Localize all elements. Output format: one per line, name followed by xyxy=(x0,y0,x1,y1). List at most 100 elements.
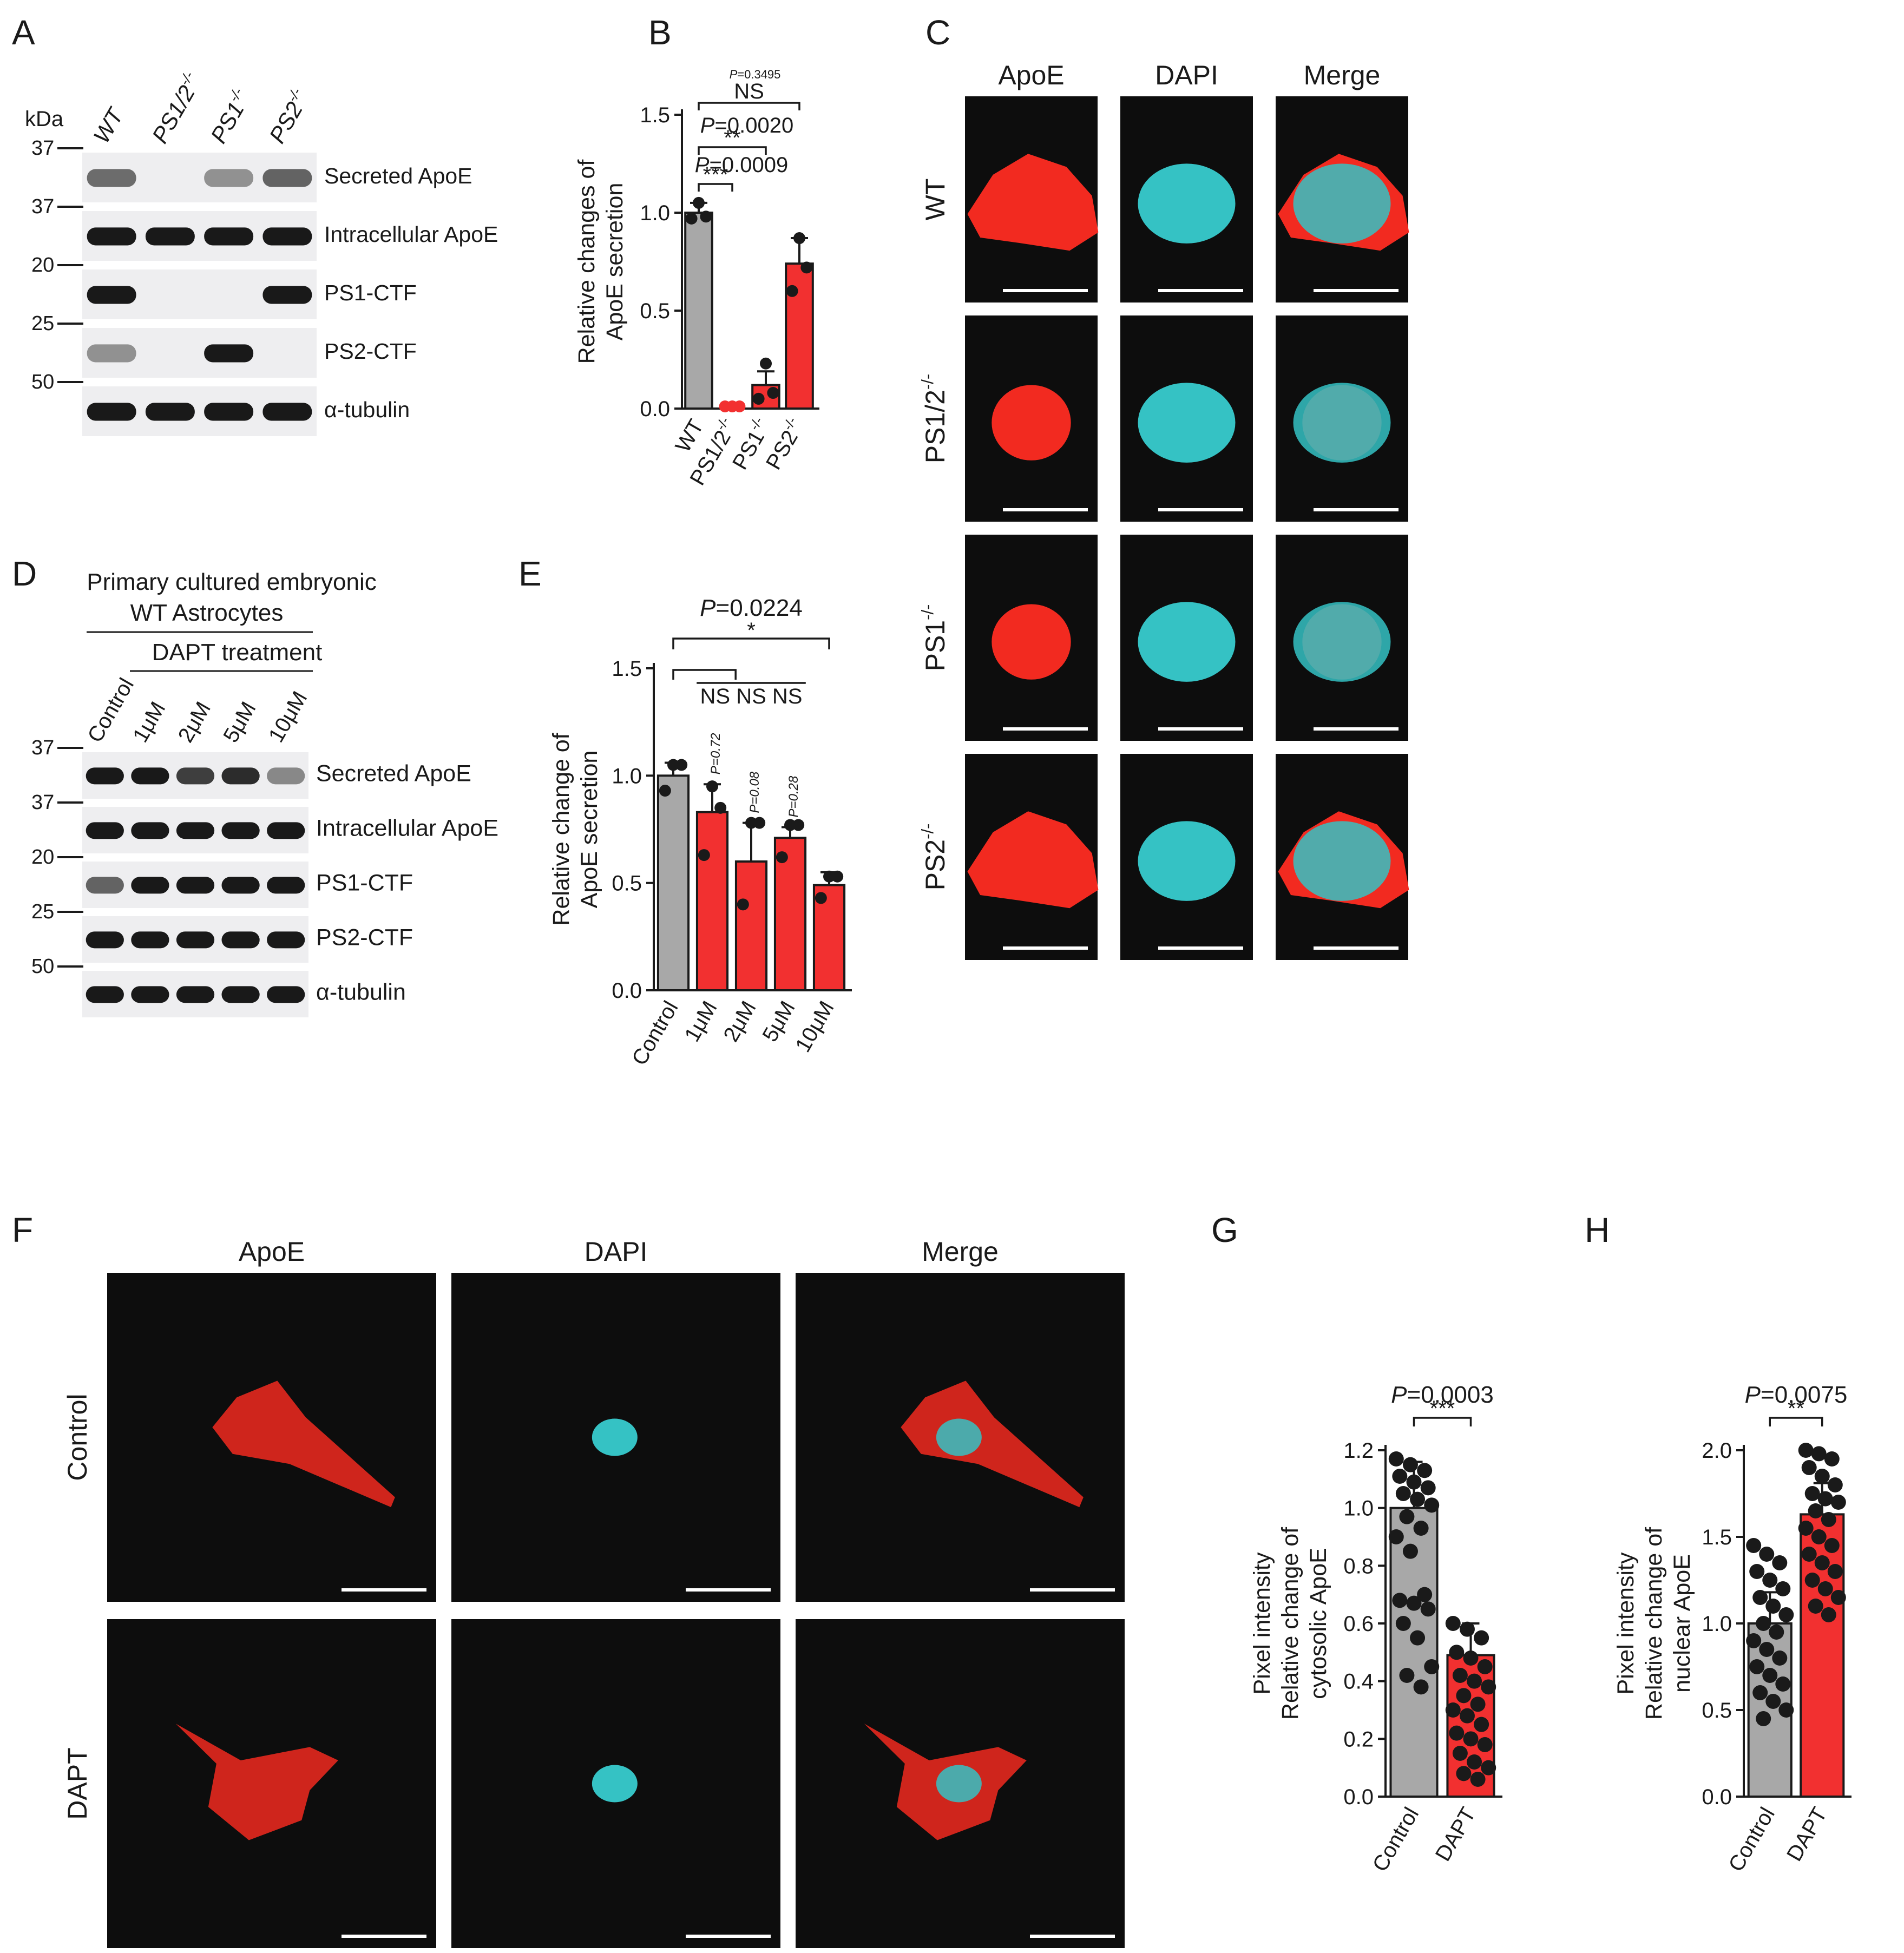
row-label: PS1-/- xyxy=(918,604,950,672)
data-point xyxy=(1399,1668,1415,1683)
blot-band xyxy=(204,169,254,187)
y-tick-label: 0.0 xyxy=(612,979,642,1003)
bar xyxy=(773,837,807,992)
significance-bracket xyxy=(672,637,830,649)
kda-marker: 37 xyxy=(31,137,54,160)
significance-bracket xyxy=(698,183,733,192)
data-point xyxy=(1424,1497,1440,1513)
blot-band xyxy=(131,931,169,949)
data-point xyxy=(1413,1679,1429,1695)
data-point xyxy=(1449,1645,1465,1660)
data-point xyxy=(1772,1650,1788,1666)
bar xyxy=(695,811,729,992)
data-point xyxy=(1392,1593,1408,1608)
blot-band xyxy=(176,931,215,949)
blot-band xyxy=(221,822,260,839)
p-value-label: P=0.0009 xyxy=(695,153,788,177)
y-tick-label: 0.5 xyxy=(612,872,642,896)
kda-marker: 20 xyxy=(31,846,54,869)
blot-band xyxy=(131,986,169,1003)
data-point xyxy=(1467,1754,1482,1770)
panel-letter-e: E xyxy=(518,554,542,593)
cell-nucleus xyxy=(1293,602,1391,682)
blot-band xyxy=(176,986,215,1003)
category-label: Control xyxy=(627,997,683,1070)
p-symbol: P xyxy=(700,595,716,621)
genotype-base: PS1 xyxy=(920,620,950,672)
cell-cytoplasm xyxy=(992,604,1071,680)
blot-row-label: PS2-CTF xyxy=(324,339,417,364)
data-point xyxy=(1388,1451,1404,1467)
blot-row-label: PS1-CTF xyxy=(316,870,413,896)
blot-row-label: Secreted ApoE xyxy=(324,163,472,188)
significance-bracket xyxy=(1769,1417,1823,1426)
data-point xyxy=(1821,1512,1836,1527)
blot-band xyxy=(176,822,215,839)
data-point xyxy=(1749,1564,1765,1579)
y-tick-label: 1.2 xyxy=(1343,1439,1374,1463)
data-point xyxy=(1772,1555,1788,1570)
y-tick-label: 0.5 xyxy=(640,299,670,323)
blot-band xyxy=(86,822,124,839)
cell-nucleus xyxy=(1293,163,1391,244)
data-point xyxy=(1778,1607,1794,1622)
significance-bracket xyxy=(672,669,737,680)
data-point xyxy=(685,212,698,225)
column-header: ApoE xyxy=(998,60,1064,90)
bar-p-value: P=0.28 xyxy=(786,775,801,817)
cell-nucleus xyxy=(1138,821,1236,901)
row-label: PS1/2-/- xyxy=(918,374,950,463)
data-point xyxy=(667,759,679,771)
data-point xyxy=(1420,1601,1436,1617)
significance-stars: ** xyxy=(724,126,740,150)
genotype-superscript: -/- xyxy=(918,374,937,390)
blot-band xyxy=(176,877,215,894)
blot-band xyxy=(86,931,124,949)
category-label: PS2-/- xyxy=(760,415,809,474)
blot-row-label: PS2-CTF xyxy=(316,924,413,950)
data-point xyxy=(1811,1529,1827,1544)
data-point xyxy=(1814,1555,1830,1570)
y-axis-label: ApoE secretion xyxy=(602,183,628,341)
lane-label: PS2-/- xyxy=(262,85,314,148)
blot-band xyxy=(267,822,305,839)
data-point xyxy=(706,780,718,793)
data-point xyxy=(1417,1587,1433,1602)
p-value-label: P=0.0020 xyxy=(700,114,793,137)
data-point xyxy=(714,801,727,814)
kda-marker: 37 xyxy=(31,195,54,218)
bar xyxy=(684,212,713,410)
kda-marker: 20 xyxy=(31,254,54,277)
data-point xyxy=(1756,1616,1771,1631)
blot-band xyxy=(262,286,312,304)
row-label: Control xyxy=(62,1393,93,1481)
category-label: 5μM xyxy=(758,997,799,1046)
panel-letter-c: C xyxy=(925,13,950,52)
data-point xyxy=(1467,1673,1482,1689)
data-point xyxy=(1775,1581,1791,1596)
y-tick-label: 0.0 xyxy=(1702,1785,1732,1809)
column-header: DAPI xyxy=(585,1237,648,1267)
cell-nucleus xyxy=(592,1765,638,1803)
significance-stars: ** xyxy=(1788,1397,1804,1421)
data-point xyxy=(784,819,796,831)
kda-marker: 50 xyxy=(31,371,54,393)
blot-row-label: Intracellular ApoE xyxy=(316,815,498,841)
data-point xyxy=(800,261,813,274)
data-point xyxy=(1459,1708,1475,1724)
data-point xyxy=(1477,1737,1493,1752)
lane-label: PS1-/- xyxy=(203,85,255,148)
cell-nucleus xyxy=(1138,163,1236,244)
data-point xyxy=(1395,1616,1411,1631)
data-point xyxy=(1801,1460,1817,1475)
blot-band xyxy=(221,877,260,894)
bar-p-value: P=0.08 xyxy=(747,771,762,813)
blot-band xyxy=(87,344,136,363)
data-point xyxy=(1830,1495,1846,1510)
data-point xyxy=(698,849,710,862)
data-point xyxy=(786,285,798,297)
data-point xyxy=(1762,1668,1778,1683)
y-tick-label: 1.0 xyxy=(640,201,670,225)
